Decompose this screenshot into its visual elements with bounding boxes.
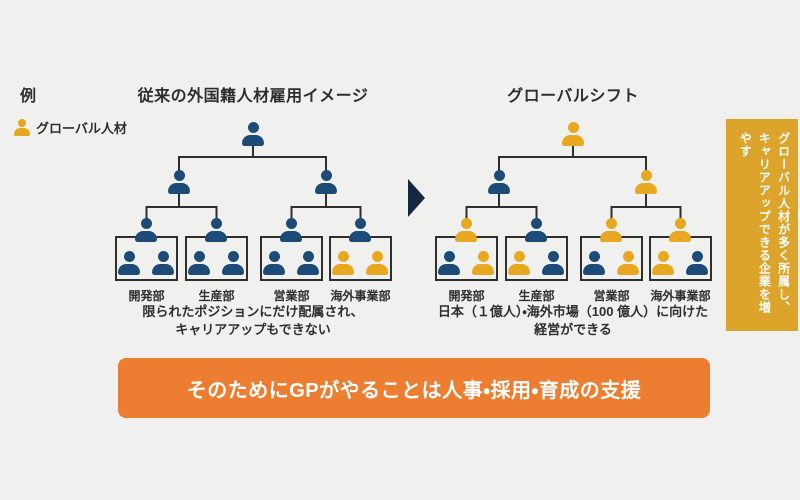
- person-icon: [599, 218, 623, 242]
- example-label: 例: [20, 88, 37, 105]
- dept-label: 営業部: [593, 289, 630, 303]
- side-note-line: グローバル人材が多く所属し、: [776, 132, 791, 314]
- person-icon: [634, 170, 658, 194]
- person-icon: [241, 122, 265, 146]
- dept-label: 海外事業部: [330, 289, 391, 303]
- banner-text: そのためにGPがやることは人事・採用・育成の支援: [186, 379, 642, 402]
- person-icon: [279, 218, 303, 242]
- person-icon: [365, 251, 389, 275]
- person-icon: [187, 251, 211, 275]
- person-icon: [616, 251, 640, 275]
- right-chart-caption: 日本（１億人）・海外市場（100 億人）に向けた 経営ができる: [420, 303, 726, 339]
- person-icon: [437, 251, 461, 275]
- caption-line: キャリアアップもできない: [175, 322, 331, 338]
- person-icon: [561, 122, 585, 146]
- person-icon: [524, 218, 548, 242]
- side-note-line: キャリアアップできる企業を増やす: [738, 132, 772, 314]
- dept-label: 生産部: [198, 289, 235, 303]
- person-icon: [668, 218, 692, 242]
- person-icon: [348, 218, 372, 242]
- bottom-banner: そのためにGPがやることは人事・採用・育成の支援: [118, 358, 710, 418]
- person-icon: [151, 251, 175, 275]
- person-icon: [651, 251, 675, 275]
- person-icon: [134, 218, 158, 242]
- org-connectors: [145, 144, 362, 220]
- caption-line: 限られたポジションにだけ配属され、: [142, 304, 364, 319]
- person-icon: [262, 251, 286, 275]
- caption-line: 日本（１億人）・海外市場（100 億人）に向けた: [437, 304, 709, 319]
- shift-arrow-icon: [408, 179, 425, 217]
- person-icon: [331, 251, 355, 275]
- legend: グローバル人材: [14, 118, 127, 137]
- org-connectors: [465, 144, 682, 220]
- dept-label: 海外事業部: [650, 289, 711, 303]
- person-icon: [507, 251, 531, 275]
- person-icon: [685, 251, 709, 275]
- person-icon: [221, 251, 245, 275]
- person-icon: [117, 251, 141, 275]
- dept-label: 営業部: [273, 289, 310, 303]
- person-icon: [487, 170, 511, 194]
- dept-label: 開発部: [448, 289, 485, 303]
- dept-label: 開発部: [128, 289, 165, 303]
- dept-label: 生産部: [518, 289, 555, 303]
- side-note-line: ポジションを問わず、: [795, 132, 800, 262]
- global-talent-icon: [14, 119, 30, 136]
- person-icon: [204, 218, 228, 242]
- person-icon: [582, 251, 606, 275]
- person-icon: [167, 170, 191, 194]
- left-chart-caption: 限られたポジションにだけ配属され、 キャリアアップもできない: [100, 303, 406, 339]
- right-chart-title: グローバルシフト: [507, 88, 639, 105]
- org-chart-traditional: 開発部 生産部 営業部 海外事業部 限られたポジションにだけ配属され、 キャリア…: [100, 115, 406, 350]
- person-icon: [314, 170, 338, 194]
- person-icon: [471, 251, 495, 275]
- side-note-text: ポジションを問わず、 グローバル人材が多く所属し、 キャリアアップできる企業を増…: [735, 132, 800, 318]
- person-icon: [541, 251, 565, 275]
- left-chart-title: 従来の外国籍人材雇用イメージ: [137, 88, 369, 105]
- person-icon: [454, 218, 478, 242]
- legend-label: グローバル人材: [36, 121, 127, 136]
- person-icon: [296, 251, 320, 275]
- side-note: ポジションを問わず、 グローバル人材が多く所属し、 キャリアアップできる企業を増…: [726, 119, 800, 331]
- caption-line: 経営ができる: [534, 322, 612, 338]
- org-chart-global-shift: 開発部 生産部 営業部 海外事業部 日本（１億人）・海外市場（100 億人）に向…: [420, 115, 726, 350]
